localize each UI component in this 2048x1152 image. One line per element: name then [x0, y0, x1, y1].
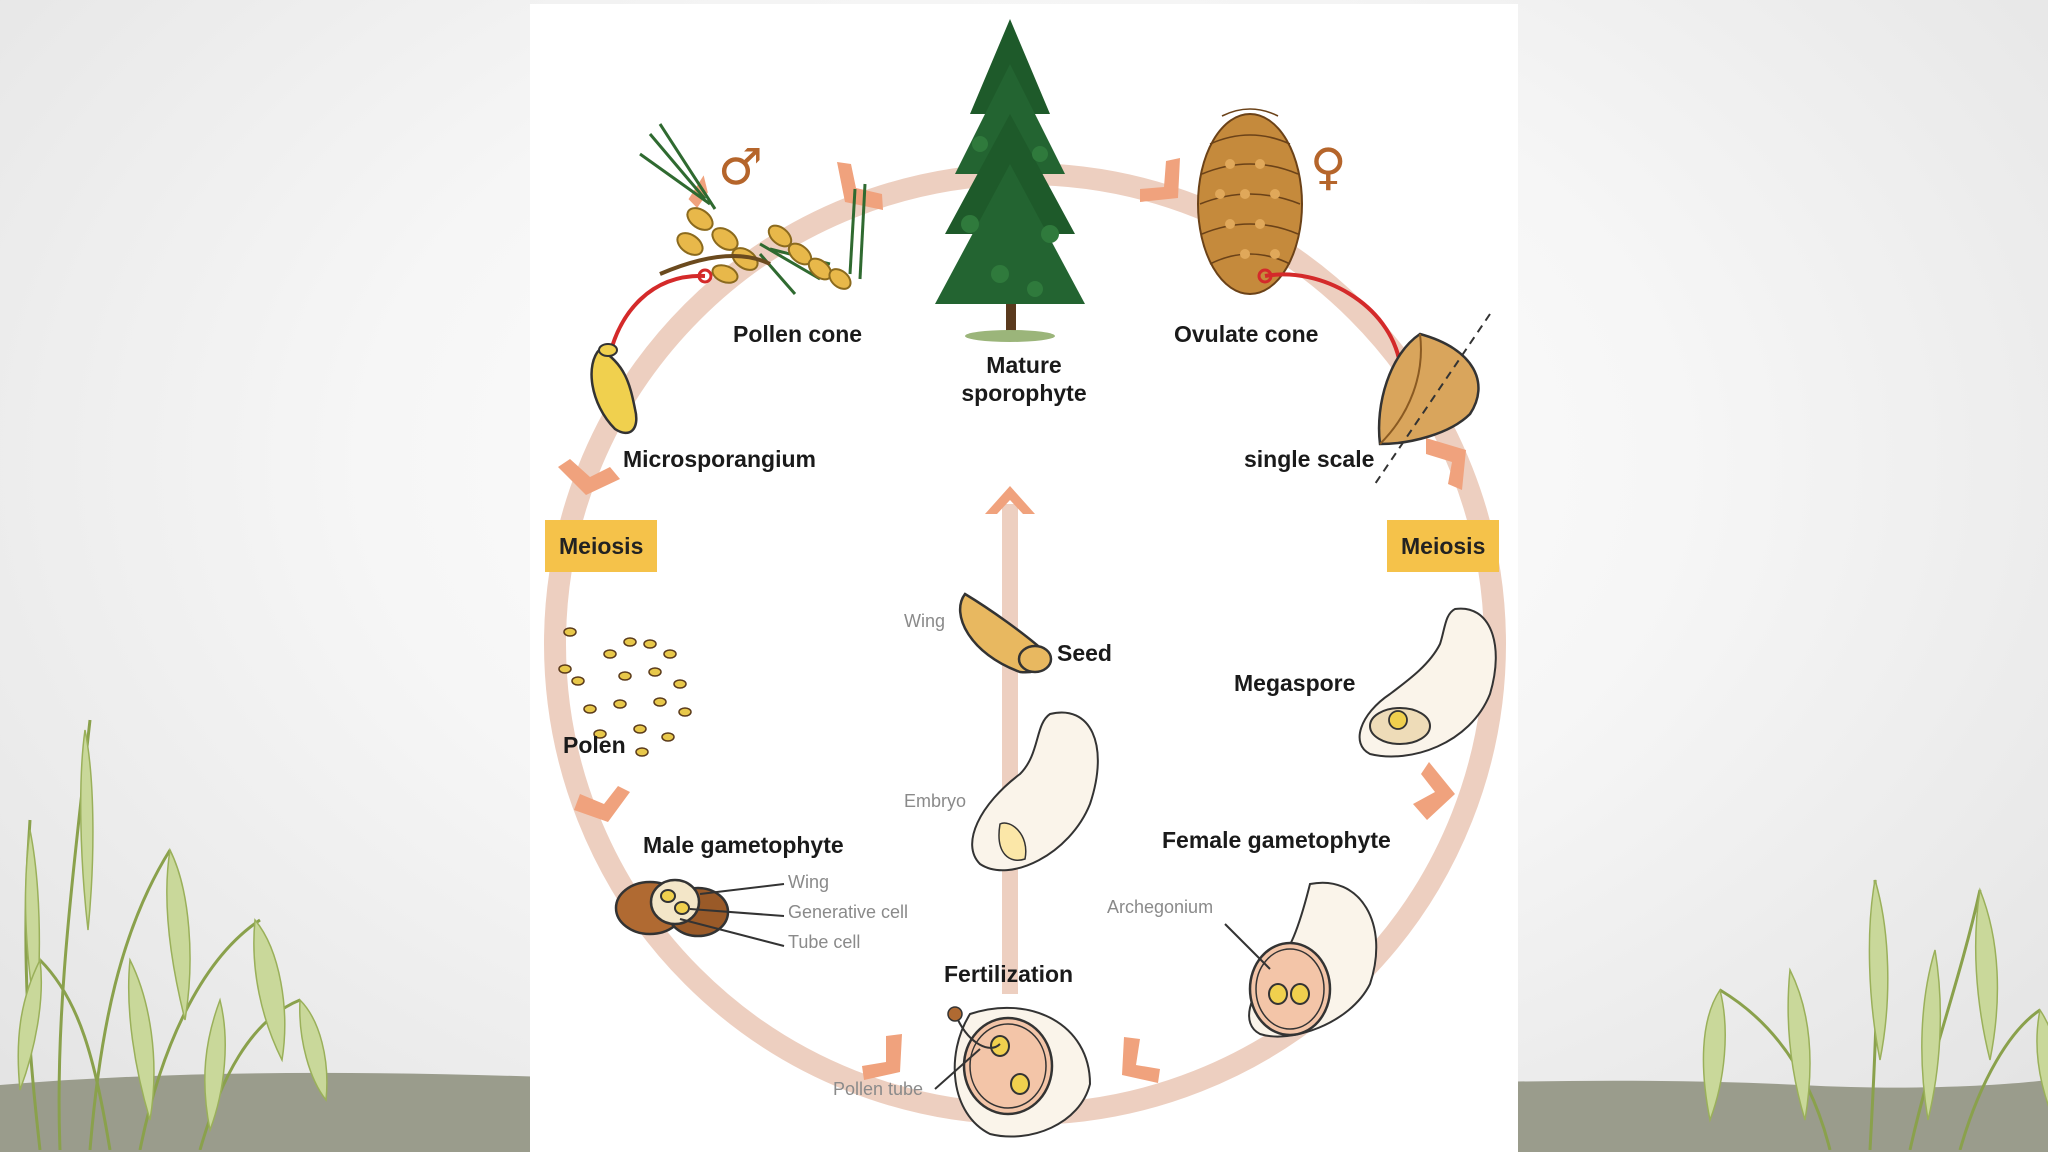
label-female-gametophyte: Female gametophyte	[1162, 827, 1391, 853]
meiosis-box-left: Meiosis	[545, 520, 658, 572]
megaspore-icon	[1358, 607, 1497, 758]
cycle-arrow-top-right-chevron	[1140, 158, 1180, 202]
ovulate-cone-icon	[1197, 108, 1303, 295]
male-symbol: ♂	[718, 138, 763, 196]
single-scale-icon	[1374, 313, 1491, 485]
cycle-arrow-left-lower	[574, 786, 630, 822]
microsporangium-icon	[590, 343, 638, 435]
grass-left-decoration	[17, 719, 328, 1150]
cycle-arrow-bottom-right	[1122, 1037, 1160, 1083]
label-pollen-cone: Pollen cone	[733, 321, 863, 347]
pollen-grains-icon	[558, 627, 692, 757]
pollen-cone-icon	[639, 123, 867, 295]
label-wing: Wing	[788, 872, 830, 892]
microsporangium-connector	[608, 273, 706, 355]
mature-sporophyte-tree-icon	[935, 19, 1085, 342]
label-archegonium: Archegonium	[1107, 897, 1214, 917]
seed-icon	[958, 592, 1053, 674]
embryo-icon	[971, 711, 1099, 872]
label-seed: Seed	[1057, 640, 1112, 666]
cycle-arrow-top-left-chevron	[837, 162, 883, 210]
label-generative-cell: Generative cell	[788, 902, 909, 922]
fertilization-icon	[934, 1006, 1092, 1138]
label-polen: Polen	[563, 732, 626, 758]
meiosis-box-right: Meiosis	[1387, 520, 1500, 572]
female-gametophyte-icon	[1224, 881, 1378, 1038]
label-microsporangium: Microsporangium	[623, 446, 816, 472]
label-male-gametophyte: Male gametophyte	[643, 832, 844, 858]
label-mature-sporophyte-line2: sporophyte	[961, 380, 1087, 406]
label-fertilization: Fertilization	[944, 961, 1074, 987]
label-embryo: Embryo	[904, 791, 967, 811]
cycle-arrow-right-upper	[1426, 438, 1466, 490]
label-megaspore: Megaspore	[1234, 670, 1356, 696]
pine-life-cycle-diagram: ♂ ♀	[544, 19, 1506, 1138]
grass-right-decoration	[1702, 879, 2048, 1150]
label-single-scale: single scale	[1244, 446, 1375, 472]
label-ovulate-cone: Ovulate cone	[1174, 321, 1319, 347]
single-scale-connector	[1264, 272, 1402, 365]
development-arrow-head	[985, 486, 1035, 514]
female-symbol: ♀	[1310, 138, 1347, 196]
cycle-arrow-left-upper	[558, 459, 620, 495]
label-pollen-tube: Pollen tube	[833, 1079, 924, 1099]
cycle-arrow-bottom-left	[862, 1034, 902, 1080]
label-tube-cell: Tube cell	[788, 932, 861, 952]
male-gametophyte-icon	[614, 878, 785, 947]
label-mature-sporophyte-line1: Mature	[986, 352, 1062, 378]
label-wing-seed: Wing	[904, 611, 946, 631]
cycle-arrow-right-lower	[1413, 762, 1455, 820]
